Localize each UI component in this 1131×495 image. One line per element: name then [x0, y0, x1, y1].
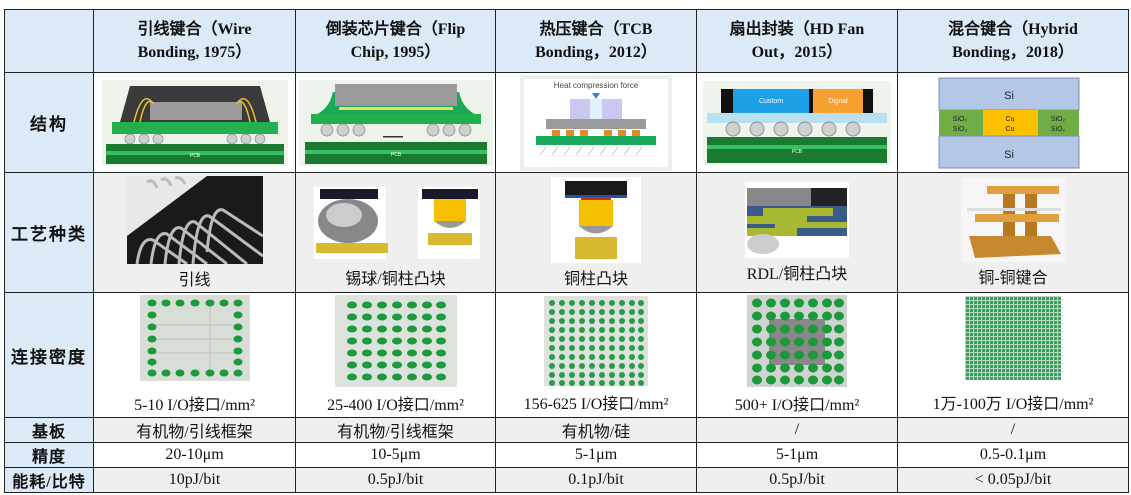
row-label-substrate: 基板 — [4, 417, 94, 443]
fan-out-structure-diagram: Custom Digital PCB — [703, 80, 891, 165]
density-row: 连接密度 5-10 I/O接口/mm² — [4, 292, 1129, 418]
precision-cell: 5-1μm — [495, 442, 697, 468]
solder-ball-and-cu-pillar-diagram — [313, 186, 480, 259]
process-cell-flip: 锡球/铜柱凸块 — [295, 172, 496, 293]
rdl-cu-pillar-diagram — [745, 181, 849, 258]
hybrid-bonding-structure-diagram: Si Si SiO₂ SiO₂ Cu Cu SiO₂ SiO₂ — [938, 77, 1080, 168]
svg-text:PCB: PCB — [390, 152, 401, 158]
svg-text:PCB: PCB — [792, 149, 803, 155]
process-caption-fanout: RDL/铜柱凸块 — [746, 265, 848, 283]
precision-cell: 10-5μm — [295, 442, 496, 468]
power-cell: 0.5pJ/bit — [696, 467, 898, 493]
process-cell-tcb: 铜柱凸块 — [495, 172, 697, 293]
structure-cell-wire: PCB — [93, 72, 296, 173]
process-cell-hybrid: 铜-铜键合 — [897, 172, 1129, 293]
process-cell-fanout: RDL/铜柱凸块 — [696, 172, 898, 293]
density-cell-fanout: 500+ I/O接口/mm² — [696, 292, 898, 418]
power-cell: 10pJ/bit — [93, 467, 296, 493]
density-cell-hybrid: 1万-100万 I/O接口/mm² — [897, 292, 1129, 418]
structure-row: 结构 PCB — [4, 72, 1129, 173]
svg-text:SiO₂: SiO₂ — [953, 116, 968, 123]
substrate-cell: 有机物/引线框架 — [93, 417, 296, 443]
precision-cell: 0.5-0.1μm — [897, 442, 1129, 468]
svg-text:Si: Si — [1004, 90, 1014, 102]
svg-text:Cu: Cu — [1006, 116, 1015, 123]
density-cell-flip: 25-400 I/O接口/mm² — [295, 292, 496, 418]
svg-text:Cu: Cu — [1006, 126, 1015, 133]
svg-text:SiO₂: SiO₂ — [953, 126, 968, 133]
precision-cell: 20-10μm — [93, 442, 296, 468]
density-caption-fanout: 500+ I/O接口/mm² — [734, 397, 860, 414]
row-label-power: 能耗/比特 — [4, 467, 94, 493]
power-cell: < 0.05pJ/bit — [897, 467, 1129, 493]
power-cell: 0.5pJ/bit — [295, 467, 496, 493]
precision-row: 精度 20-10μm 10-5μm 5-1μm 5-1μm 0.5-0.1μm — [4, 442, 1129, 468]
structure-cell-fanout: Custom Digital PCB — [696, 72, 898, 173]
process-cell-wire: 引线 — [93, 172, 296, 293]
process-row: 工艺种类 引线 — [4, 172, 1129, 293]
substrate-cell: / — [696, 417, 898, 443]
svg-text:Heat compression force: Heat compression force — [554, 81, 639, 90]
tcb-structure-diagram: Heat compression force — [520, 74, 672, 171]
structure-cell-flip: PCB — [295, 72, 496, 173]
svg-text:Digital: Digital — [828, 98, 848, 105]
precision-cell: 5-1μm — [696, 442, 898, 468]
wire-bond-structure-diagram: PCB — [101, 79, 288, 166]
substrate-row: 基板 有机物/引线框架 有机物/引线框架 有机物/硅 / / — [4, 417, 1129, 443]
structure-cell-hybrid: Si Si SiO₂ SiO₂ Cu Cu SiO₂ SiO₂ — [897, 72, 1129, 173]
process-caption-hybrid: 铜-铜键合 — [978, 269, 1048, 287]
svg-text:PCB: PCB — [189, 153, 200, 159]
process-caption-flip: 锡球/铜柱凸块 — [345, 270, 446, 288]
row-label-process: 工艺种类 — [4, 172, 94, 293]
power-cell: 0.1pJ/bit — [495, 467, 697, 493]
perimeter-pad-array-diagram — [139, 295, 250, 381]
density-caption-flip: 25-400 I/O接口/mm² — [327, 397, 464, 414]
area-array-10x10-diagram — [544, 296, 648, 386]
process-caption-wire: 引线 — [178, 271, 211, 289]
density-caption-tcb: 156-625 I/O接口/mm² — [523, 396, 669, 413]
row-label-precision: 精度 — [4, 442, 94, 468]
substrate-cell: 有机物/引线框架 — [295, 417, 496, 443]
process-caption-tcb: 铜柱凸块 — [563, 270, 628, 288]
flip-chip-structure-diagram: PCB — [298, 79, 493, 166]
substrate-cell: 有机物/硅 — [495, 417, 697, 443]
area-array-7x7-diagram — [334, 295, 457, 387]
svg-text:Custom: Custom — [759, 98, 783, 105]
cu-cu-bonding-diagram — [961, 177, 1065, 262]
corner-cell — [4, 9, 94, 73]
svg-text:SiO₂: SiO₂ — [1051, 126, 1066, 133]
cu-pillar-bump-diagram — [551, 176, 641, 263]
structure-cell-tcb: Heat compression force — [495, 72, 697, 173]
row-label-structure: 结构 — [4, 72, 94, 173]
svg-text:SiO₂: SiO₂ — [1051, 116, 1066, 123]
wire-loop-photo — [126, 175, 263, 264]
fan-out-pad-array-diagram — [747, 295, 847, 387]
row-label-density: 连接密度 — [4, 292, 94, 418]
svg-text:Si: Si — [1004, 149, 1014, 161]
density-cell-wire: 5-10 I/O接口/mm² — [93, 292, 296, 418]
dense-hybrid-bond-grid-diagram — [965, 296, 1061, 380]
substrate-cell: / — [897, 417, 1129, 443]
power-per-bit-row: 能耗/比特 10pJ/bit 0.5pJ/bit 0.1pJ/bit 0.5pJ… — [4, 467, 1129, 493]
density-caption-wire: 5-10 I/O接口/mm² — [134, 397, 255, 414]
density-cell-tcb: 156-625 I/O接口/mm² — [495, 292, 697, 418]
density-caption-hybrid: 1万-100万 I/O接口/mm² — [932, 396, 1094, 413]
